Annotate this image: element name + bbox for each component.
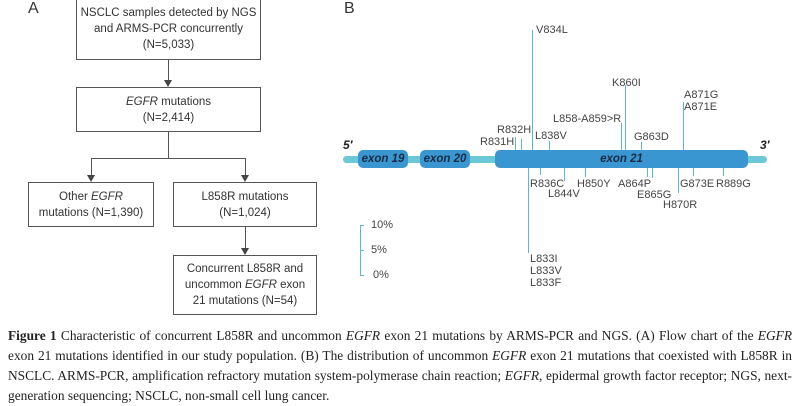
scale-tick-5: 5% [371,244,387,256]
arrow-down-icon [87,175,95,182]
scale-tick-0: 0% [373,269,389,281]
flow-box-samples: NSCLC samples detected by NGS and ARMS-P… [76,0,261,60]
three-prime-label: 3′ [760,138,770,152]
scale-tick-10: 10% [371,219,394,231]
mutation-line-l858-a859-r [621,123,622,150]
mutation-line-r889g [723,168,724,176]
mutation-label-g873e: G873E [680,178,715,190]
mutation-line-g863d [641,142,642,150]
five-prime-label: 5′ [343,138,353,152]
flow-box-egfr: EGFR mutations (N=2,414) [76,87,261,132]
mutation-label-a864p: A864P [618,178,652,190]
box-count: (N=2,414) [142,111,195,124]
mutation-label-e865g: E865G [637,189,672,201]
gene-name: EGFR [504,368,540,383]
mutation-line-a864p [647,168,648,177]
box-text: L858R mutations [201,190,289,203]
mutation-label-a871g: A871G [684,89,719,101]
box-text: and ARMS-PCR concurrently [94,23,243,35]
flow-box-l858r: L858R mutations (N=1,024) [173,182,317,227]
exon-19: exon 19 [358,150,408,168]
gene-name: EGFR [345,328,381,343]
mutation-line-r831h [515,137,516,150]
mutation-line-h870r [678,168,679,193]
gene-name: EGFR [492,348,527,363]
box-text: mutations [157,95,211,108]
mutation-label-r889g: R889G [716,178,751,190]
panel-a-label: A [28,0,39,17]
mutation-line-a871g [683,102,684,150]
caption-text: exon 21 mutations that coexisted with L8… [8,348,793,383]
mutation-line-g873e [693,168,694,176]
mutation-line-r832h [521,139,522,150]
mutation-label-v834l: V834L [536,24,568,36]
caption-text: Characteristic of concurrent L858R and u… [56,328,346,343]
mutation-label-r832h: R832H [497,124,532,136]
mutation-label-l844v: L844V [548,188,580,200]
arrow-down-icon [164,80,172,87]
box-count: (N=5,033) [142,39,195,51]
exon-20: exon 20 [420,150,470,168]
mutation-label-a871e: A871E [684,101,718,113]
mutation-line-k860i [625,85,626,150]
mutation-line-r836c [540,168,541,175]
mutation-label-l833f: L833F [530,277,562,289]
box-text: NSCLC samples detected by NGS [80,7,257,19]
mutation-label-h850y: H850Y [577,178,611,190]
box-text: uncommon [184,279,245,291]
caption-text: exon 21 mutations identified in our stud… [8,348,493,363]
flow-box-other: Other EGFR mutations (N=1,390) [28,182,154,227]
gene-name: EGFR [125,95,158,108]
arrow-down-icon [241,175,249,182]
exon-21: exon 21 [495,150,748,168]
mutation-label-r831h: R831H [480,136,515,148]
mutation-line-e865g [652,168,653,178]
mutation-label-l838v: L838V [535,130,567,142]
figure-number: Figure 1 [8,328,57,343]
gene-name: EGFR [757,328,793,343]
arrow-down-icon [241,248,249,255]
mutation-line-v834l [532,30,533,150]
box-text: mutations (N=1,390) [38,206,144,219]
caption-text: , epidermal growth factor receptor; NGS,… [8,368,792,403]
gene-name: EGFR [245,279,277,291]
mutation-label-l833v: L833V [530,265,562,277]
box-count: (N=1,024) [219,206,271,219]
flow-box-concurrent: Concurrent L858R and uncommon EGFR exon … [173,255,317,315]
mutation-line-l844v [564,168,565,181]
mutation-label-l833i: L833I [530,253,558,265]
mutation-label-l858-a859-r: L858-A859>R [553,113,622,125]
mutation-label-h870r: H870R [663,199,698,211]
mutation-label-g863d: G863D [634,131,669,143]
panel-b-label: B [344,0,355,17]
mutation-line-h850y [585,168,586,177]
figure-caption: Figure 1 Characteristic of concurrent L8… [8,326,792,406]
box-text: Other [59,190,91,203]
mutation-label-r836c: R836C [530,178,565,190]
box-text: exon [276,279,306,291]
mutation-label-k860i: K860I [612,77,641,89]
box-text: 21 mutations (N=54) [192,295,298,307]
caption-text: exon 21 mutations by ARMS-PCR and NGS. (… [380,328,758,343]
mutation-line-l838v [549,141,550,150]
mutation-line-l833i [528,168,529,253]
gene-name: EGFR [91,190,123,203]
box-text: Concurrent L858R and [186,263,304,275]
